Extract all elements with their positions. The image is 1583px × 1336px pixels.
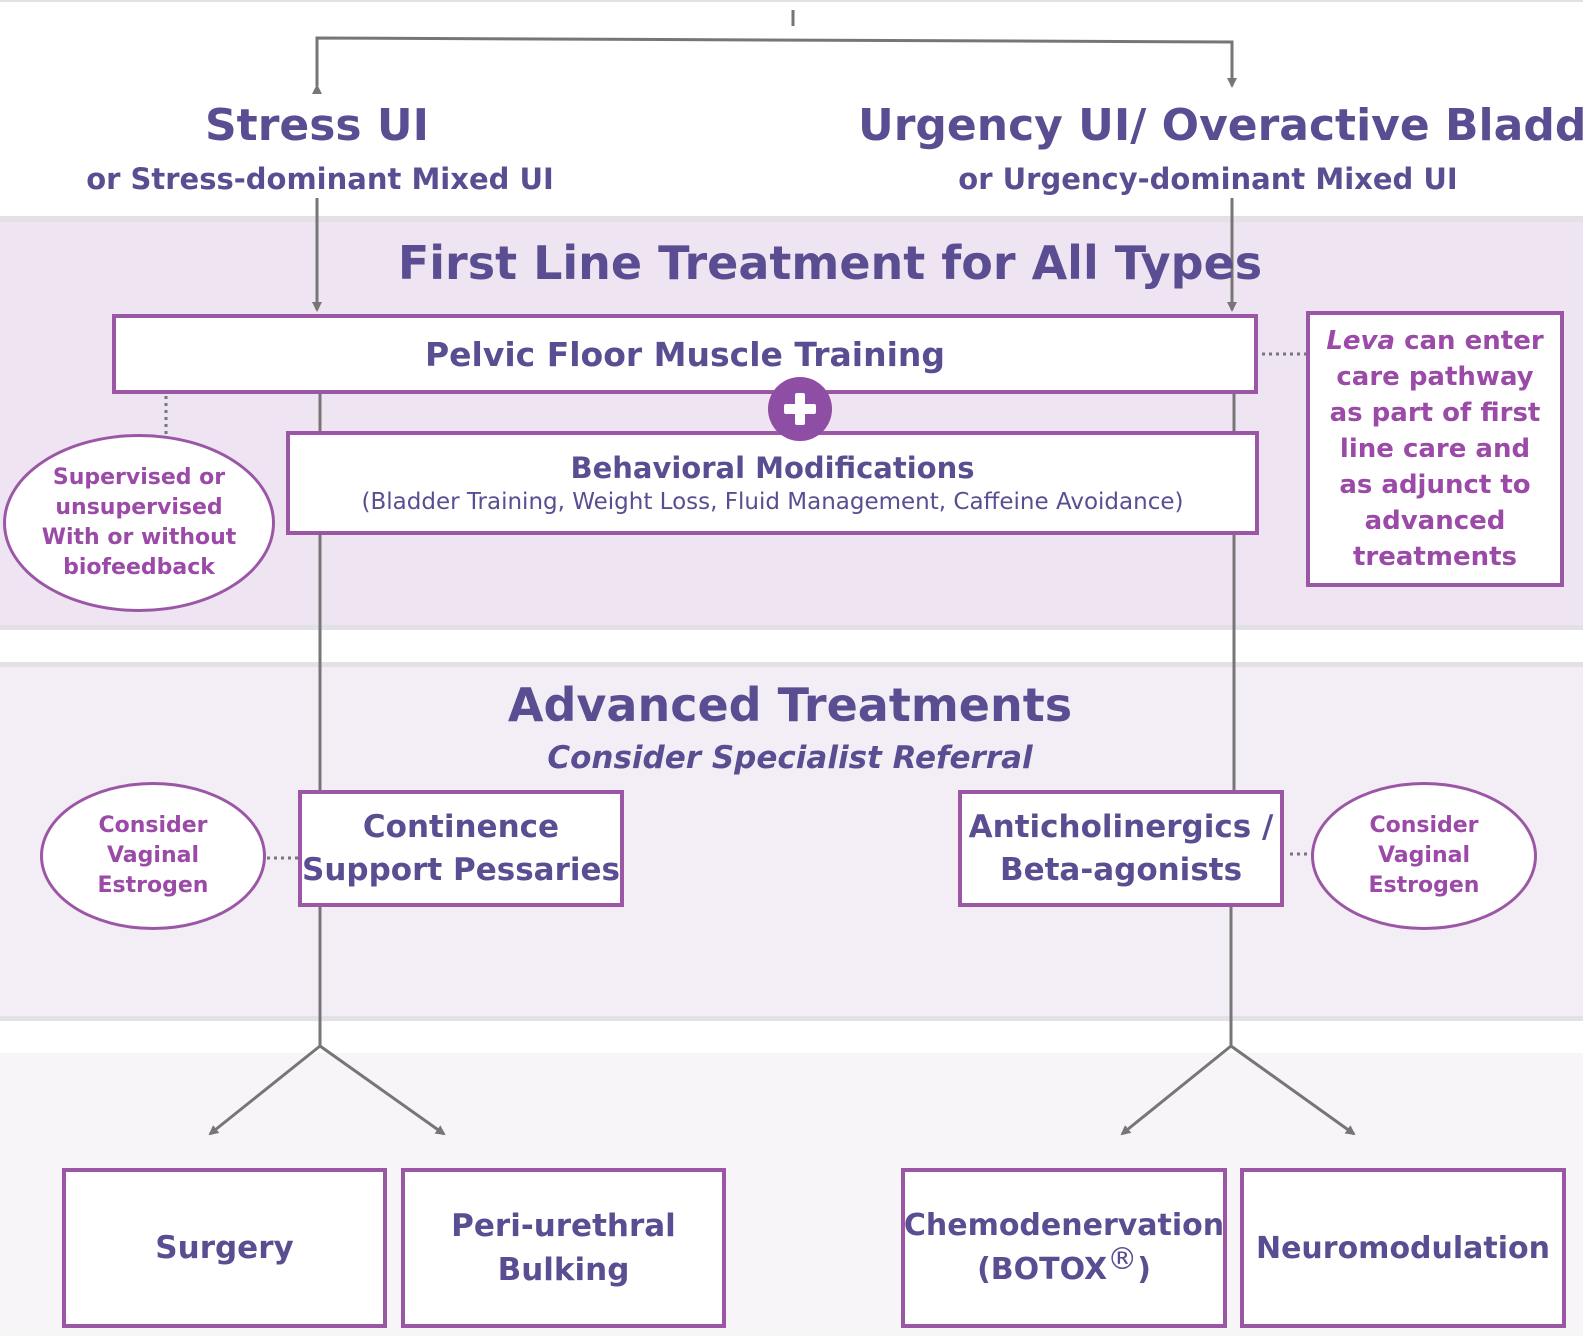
advanced-subheading: Consider Specialist Referral	[547, 740, 1033, 776]
supervised-line-2: unsupervised	[55, 495, 223, 520]
pessaries-box: Continence Support Pessaries	[298, 790, 624, 907]
leva-brand: Leva	[1326, 326, 1396, 356]
urgency-ui-subtitle: or Urgency-dominant Mixed UI	[958, 162, 1458, 196]
separator-3	[0, 662, 1583, 667]
pfmt-box: Pelvic Floor Muscle Training	[112, 314, 1258, 394]
surgery-label: Surgery	[155, 1230, 294, 1266]
chemodenervation-box: Chemodenervation (BOTOX®)	[901, 1168, 1227, 1328]
anticholinergics-line-1: Anticholinergics /	[968, 808, 1274, 845]
supervised-line-1: Supervised or	[52, 465, 226, 490]
advanced-heading: Advanced Treatments	[507, 678, 1073, 732]
estrogen-left: Consider Vaginal Estrogen	[40, 782, 266, 930]
stress-ui-title: Stress UI	[204, 100, 430, 151]
bulking-line-1: Peri-urethral	[451, 1208, 676, 1244]
neuromodulation-label: Neuromodulation	[1255, 1230, 1551, 1266]
to-bulking	[319, 1044, 446, 1136]
estrogen-right-line-2: Vaginal	[1377, 843, 1470, 868]
bulking-box: Peri-urethral Bulking	[401, 1168, 726, 1328]
separator-4	[0, 1016, 1583, 1021]
separator-2	[0, 625, 1583, 630]
anticholinergics-line-2: Beta-agonists	[999, 851, 1243, 888]
estrogen-left-line-3: Estrogen	[97, 873, 209, 898]
surgery-box: Surgery	[62, 1168, 387, 1328]
estrogen-right-line-1: Consider	[1369, 813, 1479, 838]
anticholinergics-box: Anticholinergics / Beta-agonists	[958, 790, 1284, 907]
to-surgery	[208, 1044, 321, 1136]
top-branch	[312, 36, 1237, 94]
supervised-note: Supervised or unsupervised With or witho…	[3, 434, 275, 612]
supervised-line-4: biofeedback	[63, 555, 215, 580]
separator-1	[0, 216, 1583, 222]
estrogen-left-line-2: Vaginal	[106, 843, 199, 868]
bulking-line-2: Bulking	[497, 1252, 630, 1288]
separator-top	[0, 0, 1583, 2]
behavioral-title: Behavioral Modifications	[570, 451, 975, 485]
estrogen-right: Consider Vaginal Estrogen	[1311, 782, 1537, 930]
supervised-line-3: With or without	[41, 525, 237, 550]
pessaries-line-2: Support Pessaries	[302, 851, 620, 888]
botox-label: (BOTOX	[977, 1252, 1108, 1287]
pfmt-label: Pelvic Floor Muscle Training	[424, 334, 946, 374]
neuromodulation-box: Neuromodulation	[1240, 1168, 1566, 1328]
leva-note: Leva can enter care pathway as part of f…	[1306, 311, 1564, 587]
registered-mark: ®	[1107, 1242, 1138, 1277]
stress-ui-subtitle: or Stress-dominant Mixed UI	[86, 162, 554, 196]
estrogen-right-line-3: Estrogen	[1368, 873, 1480, 898]
to-chemo	[1120, 1044, 1232, 1136]
behavioral-detail: (Bladder Training, Weight Loss, Fluid Ma…	[361, 489, 1184, 515]
chemodenervation-line-1: Chemodenervation	[903, 1208, 1225, 1243]
first-line-heading: First Line Treatment for All Types	[397, 236, 1263, 290]
leva-note-text: can enter care pathway as part of first …	[1329, 326, 1544, 572]
urgency-ui-title: Urgency UI/ Overactive Bladder	[858, 100, 1583, 151]
plus-icon	[768, 377, 832, 441]
estrogen-left-line-1: Consider	[98, 813, 208, 838]
to-neuromodulation	[1230, 1044, 1356, 1136]
botox-close: )	[1137, 1252, 1151, 1287]
pessaries-line-1: Continence	[362, 808, 560, 845]
behavioral-box: Behavioral Modifications (Bladder Traini…	[286, 431, 1259, 535]
